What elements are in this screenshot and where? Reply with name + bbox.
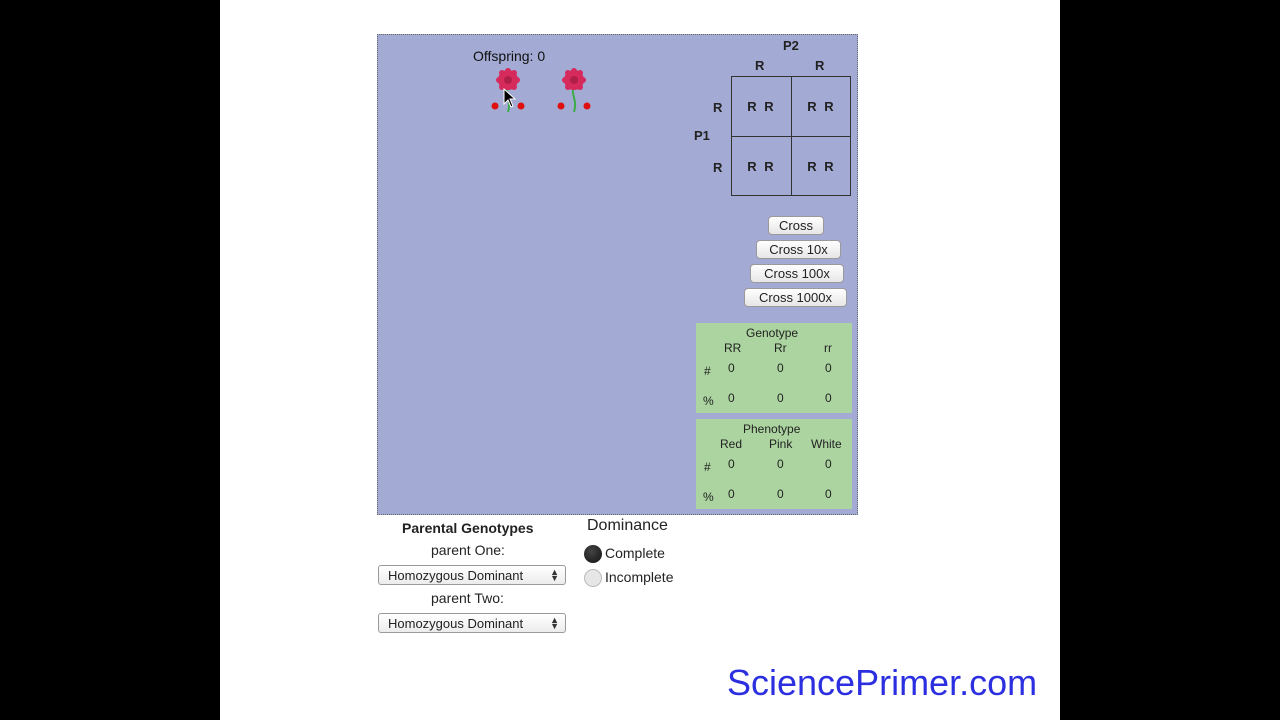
genotype-col-rr-dominant: RR: [724, 341, 742, 355]
phenotype-percent: 0: [728, 487, 735, 501]
phenotype-percent: 0: [777, 487, 784, 501]
dominance-heading: Dominance: [587, 517, 668, 534]
offspring-flower-icon: [557, 68, 591, 113]
dominance-complete-label: Complete: [605, 545, 665, 561]
p1-label: P1: [694, 128, 710, 143]
simulation-panel: Offspring: 0 P2 R R P1 R R R R: [377, 34, 858, 515]
p1-allele-2: R: [713, 160, 723, 175]
phenotype-percent-row-label: %: [703, 490, 714, 504]
parental-genotypes-heading: Parental Genotypes: [402, 520, 534, 536]
scienceprimer-logo: SciencePrimer.com: [727, 662, 1038, 703]
punnett-cell: R R: [747, 159, 776, 174]
mouse-cursor-icon: [503, 88, 517, 108]
p2-allele-2: R: [815, 58, 825, 73]
offspring-flower-icon: [491, 68, 525, 113]
genotype-table: Genotype RR Rr rr # 0 0 0 % 0 0 0: [696, 323, 852, 413]
phenotype-count: 0: [825, 457, 832, 471]
parent-one-label: parent One:: [431, 542, 505, 558]
dominance-incomplete-radio[interactable]: [584, 569, 602, 587]
phenotype-col-red: Red: [720, 437, 743, 451]
dominance-incomplete-label: Incomplete: [605, 569, 674, 585]
phenotype-col-white: White: [811, 437, 842, 451]
genotype-count: 0: [825, 361, 832, 375]
genotype-col-rr-hetero: Rr: [774, 341, 787, 355]
genotype-title: Genotype: [746, 326, 799, 340]
p2-allele-1: R: [755, 58, 765, 73]
phenotype-count: 0: [728, 457, 735, 471]
genotype-count: 0: [777, 361, 784, 375]
genotype-count-row-label: #: [704, 364, 711, 378]
dominance-complete-radio[interactable]: [584, 545, 602, 563]
phenotype-count: 0: [777, 457, 784, 471]
parent-two-label: parent Two:: [431, 590, 504, 606]
parent-one-value: Homozygous Dominant: [388, 567, 524, 583]
cross-button[interactable]: Cross: [768, 216, 824, 235]
genotype-percent: 0: [777, 391, 784, 405]
punnett-cell: R R: [807, 159, 836, 174]
parent-one-select[interactable]: Homozygous Dominant ▲▼: [378, 565, 566, 585]
select-arrows-icon: ▲▼: [550, 567, 559, 583]
genotype-percent: 0: [825, 391, 832, 405]
select-arrows-icon: ▲▼: [550, 615, 559, 631]
phenotype-col-pink: Pink: [769, 437, 793, 451]
punnett-square: R R R R R R R R: [731, 76, 851, 196]
offspring-count: Offspring: 0: [473, 48, 546, 64]
p1-allele-1: R: [713, 100, 723, 115]
p2-label: P2: [783, 38, 799, 53]
punnett-divider: [732, 136, 850, 137]
punnett-cell: R R: [807, 99, 836, 114]
parent-two-value: Homozygous Dominant: [388, 615, 524, 631]
phenotype-count-row-label: #: [704, 460, 711, 474]
phenotype-table: Phenotype Red Pink White # 0 0 0 % 0 0 0: [696, 419, 852, 509]
phenotype-percent: 0: [825, 487, 832, 501]
genotype-count: 0: [728, 361, 735, 375]
phenotype-title: Phenotype: [743, 422, 801, 436]
cross-1000x-button[interactable]: Cross 1000x: [744, 288, 847, 307]
genotype-percent: 0: [728, 391, 735, 405]
parent-two-select[interactable]: Homozygous Dominant ▲▼: [378, 613, 566, 633]
cross-100x-button[interactable]: Cross 100x: [750, 264, 844, 283]
genotype-percent-row-label: %: [703, 394, 714, 408]
genotype-col-rr-recessive: rr: [824, 341, 832, 355]
punnett-cell: R R: [747, 99, 776, 114]
cross-10x-button[interactable]: Cross 10x: [756, 240, 841, 259]
